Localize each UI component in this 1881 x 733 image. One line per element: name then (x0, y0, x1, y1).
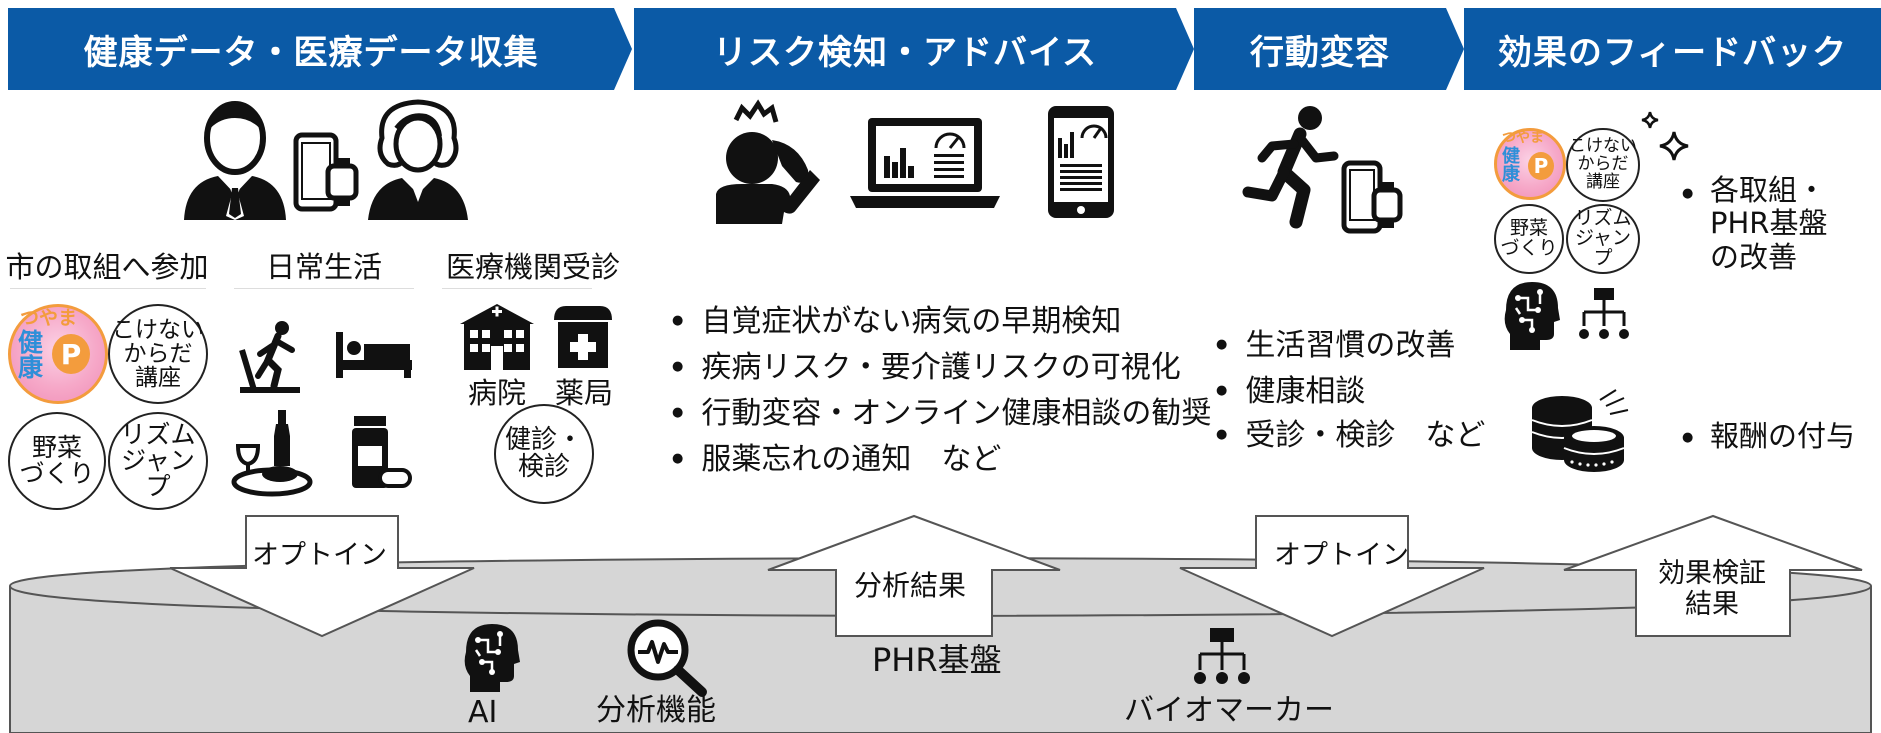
feedback-bullet-dot: ● (1682, 430, 1694, 445)
biomarker-icon (1194, 628, 1250, 684)
logo-kana: つやま (20, 307, 78, 329)
headache-person-icon (716, 99, 820, 224)
wine-food-icon (231, 410, 313, 497)
category-divider (234, 288, 414, 289)
tsuyama-kenko-point-logo (8, 304, 108, 404)
category-divider (10, 288, 206, 289)
sparkle-icon (1641, 111, 1689, 161)
header-band (8, 8, 1881, 90)
logo-p-badge: P (1528, 152, 1554, 180)
category-daily-life: 日常生活 (265, 250, 382, 284)
feedback-bullet-dot: ● (1682, 186, 1694, 201)
risk-bullet-4: 服薬忘れの通知 など (672, 434, 1001, 478)
logo-letter: P (60, 337, 82, 371)
program-circle-kokenai-label: こけない からだ 講座 (1569, 136, 1637, 192)
hospital-icon (460, 304, 534, 370)
hospital-label: 病院 (467, 376, 526, 410)
program-circle-kokenai: こけない からだ 講座 (1566, 128, 1640, 202)
treadmill-runner-icon (239, 321, 300, 393)
checkup-circle: 健診・ 検診 (494, 404, 594, 504)
smartphone-watch-icon (293, 132, 359, 212)
logo-kana: つやま (1502, 130, 1544, 146)
header-label-collect: 健康データ・医療データ収集 (83, 32, 539, 73)
analysis-result-arrow (767, 514, 1061, 637)
header-label-feedback: 効果のフィードバック (1497, 32, 1848, 73)
program-circle-kokenai: こけない からだ 講座 (108, 304, 208, 404)
header-segment-risk (634, 8, 1194, 90)
behavior-bullet-1: 生活習慣の改善 (1216, 320, 1455, 364)
feedback-bullet-reward: 報酬の付与 (1710, 419, 1856, 453)
smartphone-chart-icon (1048, 106, 1114, 218)
pharmacy-label: 薬局 (554, 376, 613, 410)
analysis-function-label: 分析機能 (596, 693, 716, 728)
biomarker-icon (1579, 288, 1629, 339)
elderly-woman-icon (368, 99, 468, 220)
program-circle-vegetables: 野菜 づくり (8, 412, 106, 510)
program-circle-kokenai-label: こけない からだ 講座 (112, 316, 204, 392)
category-city-programs: 市の取組へ参加 (5, 250, 209, 284)
ai-head-icon (1504, 282, 1560, 350)
risk-bullet-1: 自覚症状がない病気の早期検知 (672, 296, 1121, 340)
program-circle-vegetables: 野菜 づくり (1494, 204, 1564, 274)
optin-label-2: オプトイン (1274, 540, 1409, 571)
logo-title: 健康 (1502, 146, 1520, 185)
biomarker-label: バイオマーカー (1124, 693, 1334, 728)
behavior-bullet-3: 受診・検診 など (1216, 410, 1485, 454)
optin-arrow-2 (1179, 515, 1485, 638)
category-divider (442, 288, 592, 289)
program-circle-rhythm: リズム ジャンプ (108, 412, 208, 510)
coins-icon (1531, 389, 1629, 472)
feedback-bullet-improve: 各取組・ PHR基盤 の改善 (1710, 173, 1828, 274)
program-circle-rhythm: リズム ジャンプ (1566, 204, 1640, 274)
optin-label-1: オプトイン (252, 540, 387, 571)
analysis-magnifier-icon (627, 619, 707, 697)
laptop-chart-icon (850, 118, 1000, 208)
logo-p-badge: P (52, 334, 90, 374)
phr-base-title: PHR基盤 (872, 641, 1002, 679)
risk-bullet-2: 疾病リスク・要介護リスクの可視化 (672, 342, 1180, 386)
header-segment-behavior (1194, 8, 1464, 90)
analysis-result-label: 分析結果 (854, 569, 967, 602)
category-medical-visit: 医療機関受診 (445, 250, 620, 284)
smartphone-watch-icon (1341, 160, 1403, 234)
optin-arrow-1 (169, 515, 475, 638)
ai-head-icon (464, 624, 520, 692)
pharmacy-icon (554, 306, 612, 368)
header-label-behavior: 行動変容 (1250, 32, 1390, 73)
running-person-icon (1242, 106, 1339, 229)
ai-label: AI (468, 695, 498, 730)
program-circle-rhythm-label: リズム ジャンプ (120, 419, 196, 502)
header-label-risk: リスク検知・アドバイス (713, 32, 1097, 73)
program-circle-vegetables-label: 野菜 づくり (1500, 217, 1558, 259)
program-circle-rhythm-label: リズム ジャンプ (1574, 207, 1632, 269)
header-segment-feedback (1464, 8, 1881, 90)
behavior-bullet-2: 健康相談 (1216, 366, 1365, 410)
logo-letter: P (1533, 154, 1549, 178)
logo-title: 健康 (18, 328, 44, 382)
businessman-icon (184, 101, 286, 220)
header-segment-collect (8, 8, 632, 90)
bed-icon (336, 332, 412, 378)
checkup-label: 健診・ 検診 (504, 424, 583, 482)
medicine-bottle-icon (352, 416, 412, 488)
program-circle-vegetables-label: 野菜 づくり (19, 432, 95, 488)
risk-bullet-3: 行動変容・オンライン健康相談の勧奨 (672, 388, 1211, 432)
effect-verification-label: 効果検証 結果 (1658, 558, 1766, 621)
effect-verification-arrow (1563, 514, 1863, 637)
